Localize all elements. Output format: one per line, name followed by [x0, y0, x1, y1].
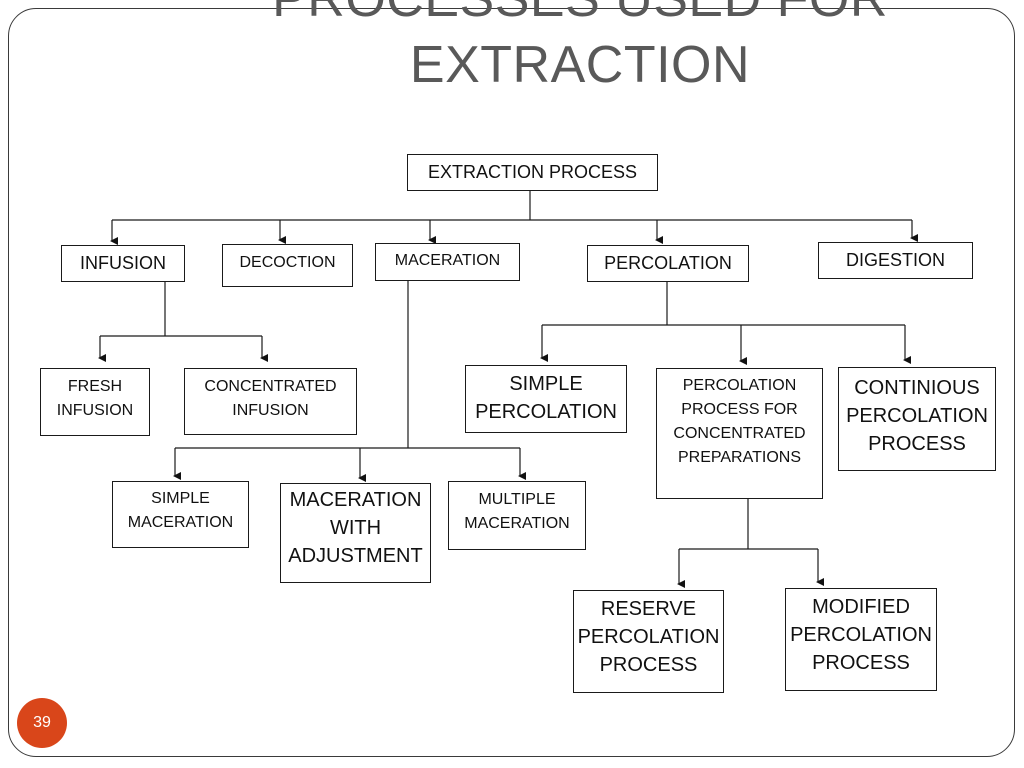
node-multiple-maceration: MULTIPLE MACERATION [448, 481, 586, 550]
node-extraction-process: EXTRACTION PROCESS [407, 154, 658, 191]
node-fresh-infusion: FRESH INFUSION [40, 368, 150, 436]
page-number-badge: 39 [17, 698, 67, 748]
node-maceration-with-adjustment: MACERATION WITH ADJUSTMENT [280, 483, 431, 583]
title-line-1: PROCESSES USED FOR [200, 0, 960, 32]
node-simple-maceration: SIMPLE MACERATION [112, 481, 249, 548]
page-number: 39 [33, 714, 51, 731]
node-digestion: DIGESTION [818, 242, 973, 279]
node-concentrated-infusion: CONCENTRATED INFUSION [184, 368, 357, 435]
node-modified-percolation-process: MODIFIED PERCOLATION PROCESS [785, 588, 937, 691]
node-maceration: MACERATION [375, 243, 520, 281]
node-decoction: DECOCTION [222, 244, 353, 287]
node-percolation: PERCOLATION [587, 245, 749, 282]
node-simple-percolation: SIMPLE PERCOLATION [465, 365, 627, 433]
slide-title: PROCESSES USED FOR EXTRACTION [200, 0, 960, 98]
node-percolation-concentrated-preparations: PERCOLATION PROCESS FOR CONCENTRATED PRE… [656, 368, 823, 499]
node-infusion: INFUSION [61, 245, 185, 282]
node-reserve-percolation-process: RESERVE PERCOLATION PROCESS [573, 590, 724, 693]
title-line-2: EXTRACTION [409, 36, 751, 94]
node-continious-percolation-process: CONTINIOUS PERCOLATION PROCESS [838, 367, 996, 471]
